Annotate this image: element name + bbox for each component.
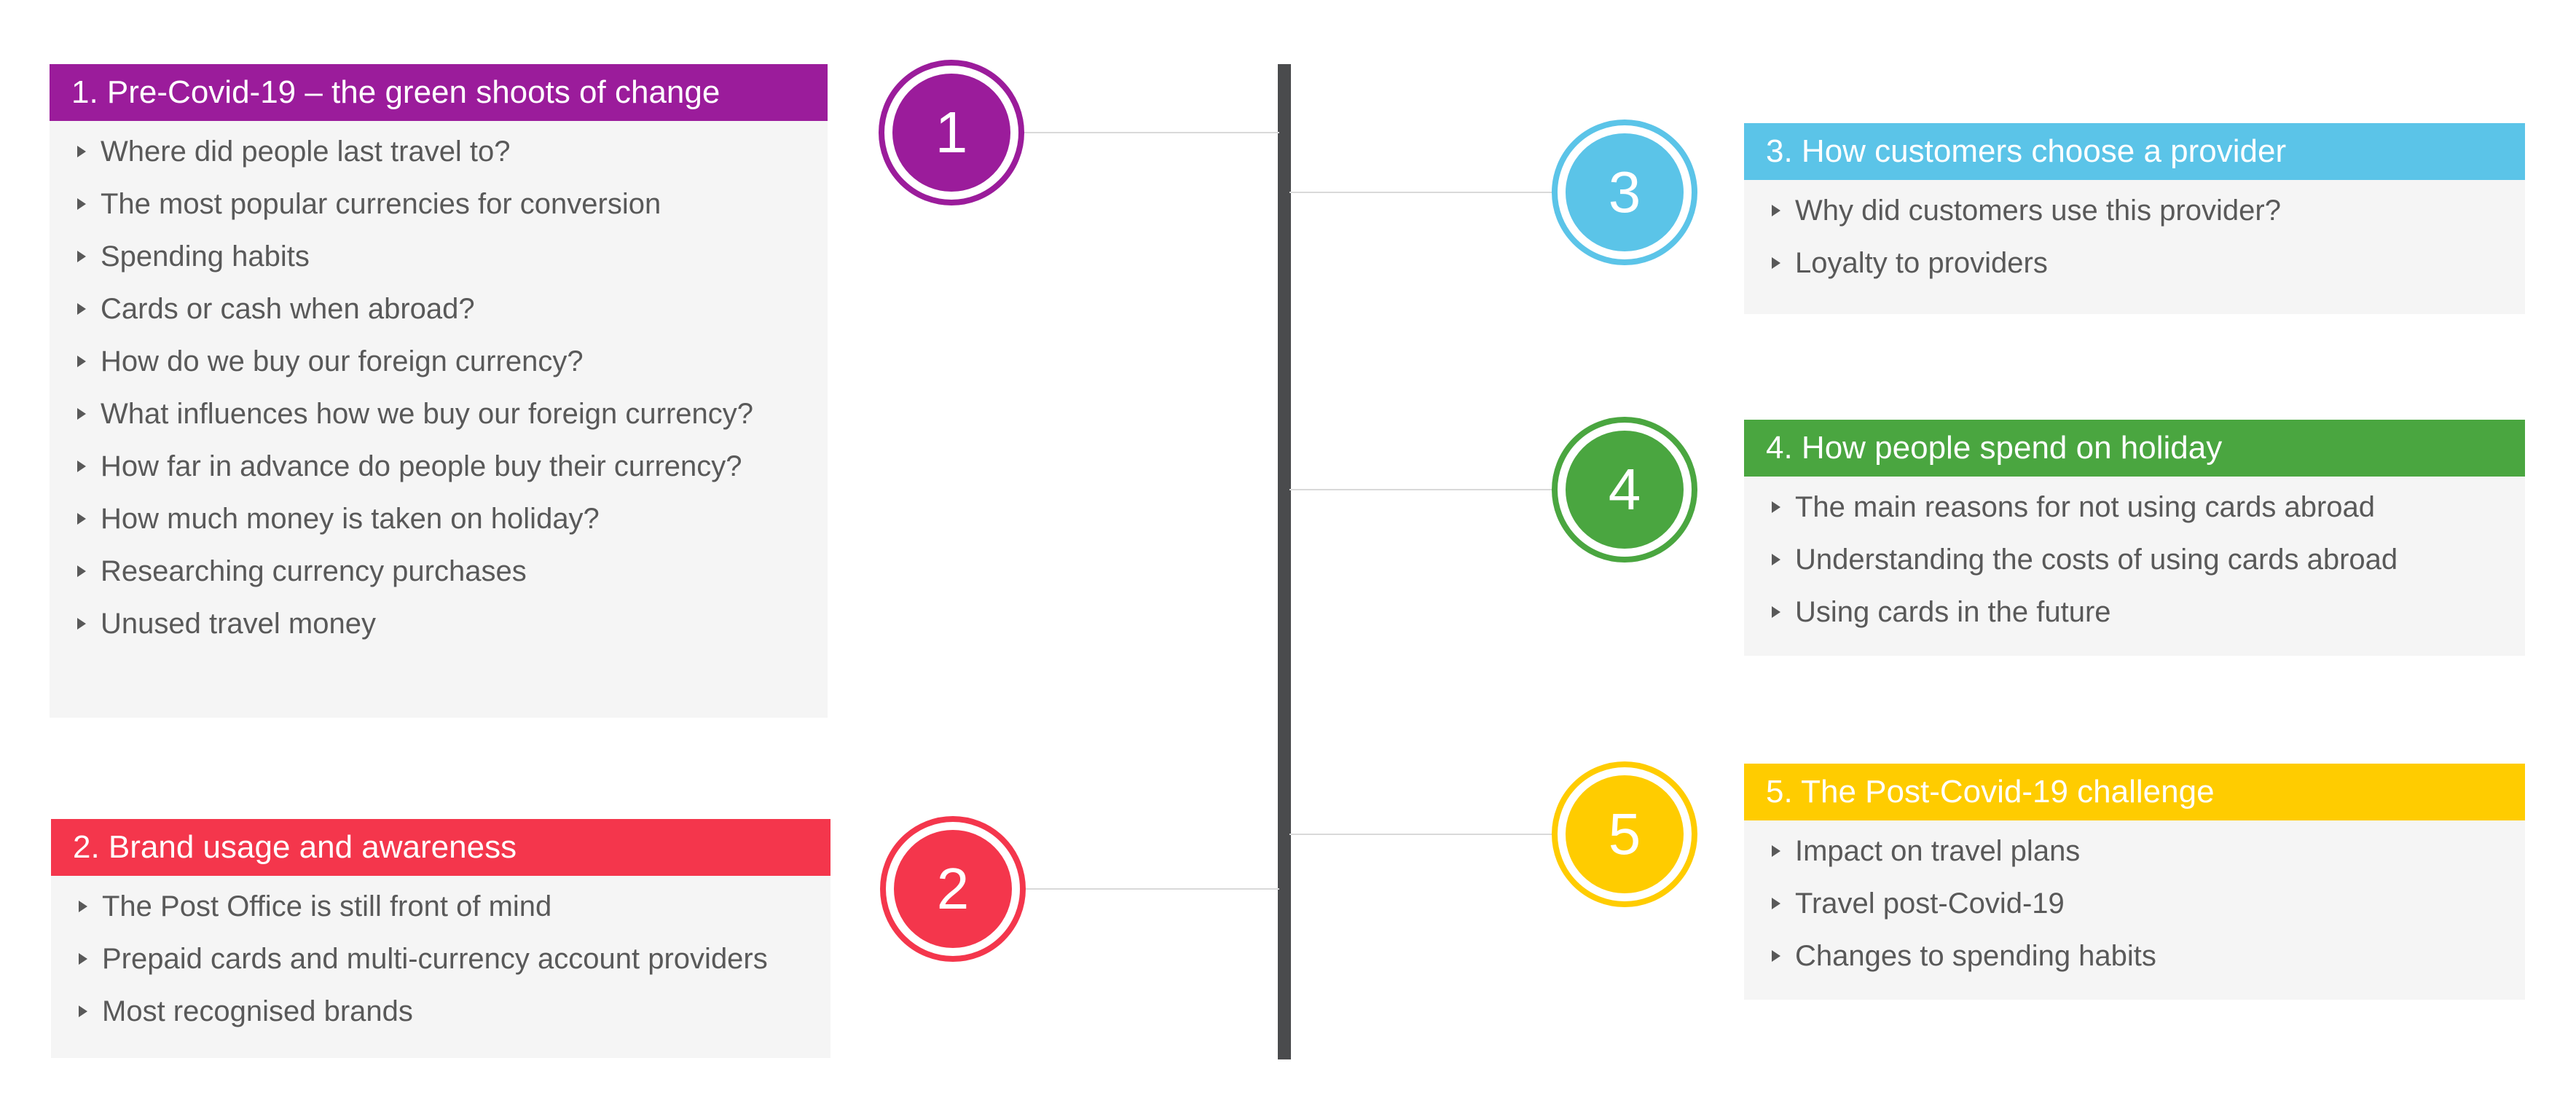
- step-1-circle: 1: [879, 60, 1024, 205]
- list-item: The main reasons for not using cards abr…: [1744, 481, 2525, 533]
- step-4-circle: 4: [1552, 417, 1697, 563]
- list-item: Researching currency purchases: [50, 545, 828, 597]
- list-item: Travel post-Covid-19: [1744, 877, 2525, 930]
- section-1-box: 1. Pre-Covid-19 – the green shoots of ch…: [50, 64, 828, 718]
- section-4-list: The main reasons for not using cards abr…: [1744, 477, 2525, 638]
- triangle-bullet-icon: [77, 356, 86, 367]
- triangle-bullet-icon: [77, 146, 86, 157]
- step-4-number: 4: [1566, 431, 1684, 549]
- connector-4: [1289, 489, 1554, 490]
- list-item: The most popular currencies for conversi…: [50, 178, 828, 230]
- triangle-bullet-icon: [77, 408, 86, 420]
- triangle-bullet-icon: [1772, 898, 1780, 909]
- triangle-bullet-icon: [1772, 554, 1780, 565]
- section-3-box: 3. How customers choose a provider Why d…: [1744, 123, 2525, 314]
- triangle-bullet-icon: [77, 513, 86, 525]
- section-2-box: 2. Brand usage and awareness The Post Of…: [51, 819, 830, 1058]
- step-2-circle: 2: [880, 816, 1026, 962]
- connector-5: [1289, 834, 1554, 835]
- section-5-box: 5. The Post-Covid-19 challenge Impact on…: [1744, 764, 2525, 1000]
- connector-1: [1020, 132, 1279, 133]
- list-item: Changes to spending habits: [1744, 930, 2525, 982]
- section-3-title: 3. How customers choose a provider: [1744, 123, 2525, 180]
- list-item: Spending habits: [50, 230, 828, 283]
- timeline-spine: [1278, 64, 1291, 1059]
- section-4-box: 4. How people spend on holiday The main …: [1744, 420, 2525, 656]
- list-item: How do we buy our foreign currency?: [50, 335, 828, 388]
- triangle-bullet-icon: [77, 565, 86, 577]
- step-1-number: 1: [892, 74, 1010, 192]
- section-5-title: 5. The Post-Covid-19 challenge: [1744, 764, 2525, 820]
- list-item: How far in advance do people buy their c…: [50, 440, 828, 493]
- list-item: How much money is taken on holiday?: [50, 493, 828, 545]
- section-2-list: The Post Office is still front of mind P…: [51, 876, 830, 1038]
- section-1-list: Where did people last travel to? The mos…: [50, 121, 828, 650]
- list-item: Understanding the costs of using cards a…: [1744, 533, 2525, 586]
- step-3-circle: 3: [1552, 119, 1697, 265]
- step-3-number: 3: [1566, 133, 1684, 251]
- section-1-title: 1. Pre-Covid-19 – the green shoots of ch…: [50, 64, 828, 121]
- step-2-number: 2: [894, 830, 1012, 948]
- triangle-bullet-icon: [79, 1006, 87, 1017]
- connector-2: [1021, 888, 1279, 890]
- list-item: Where did people last travel to?: [50, 125, 828, 178]
- section-2-title: 2. Brand usage and awareness: [51, 819, 830, 876]
- triangle-bullet-icon: [79, 901, 87, 912]
- step-5-number: 5: [1566, 775, 1684, 893]
- triangle-bullet-icon: [1772, 257, 1780, 269]
- list-item: Why did customers use this provider?: [1744, 184, 2525, 237]
- triangle-bullet-icon: [1772, 205, 1780, 216]
- list-item: Prepaid cards and multi-currency account…: [51, 933, 830, 985]
- triangle-bullet-icon: [79, 953, 87, 965]
- section-5-list: Impact on travel plans Travel post-Covid…: [1744, 820, 2525, 982]
- triangle-bullet-icon: [1772, 845, 1780, 857]
- list-item: The Post Office is still front of mind: [51, 880, 830, 933]
- triangle-bullet-icon: [77, 461, 86, 472]
- triangle-bullet-icon: [77, 251, 86, 262]
- list-item: What influences how we buy our foreign c…: [50, 388, 828, 440]
- section-4-title: 4. How people spend on holiday: [1744, 420, 2525, 477]
- triangle-bullet-icon: [1772, 950, 1780, 962]
- step-5-circle: 5: [1552, 761, 1697, 907]
- list-item: Unused travel money: [50, 597, 828, 650]
- list-item: Impact on travel plans: [1744, 825, 2525, 877]
- triangle-bullet-icon: [1772, 501, 1780, 513]
- triangle-bullet-icon: [77, 198, 86, 210]
- list-item: Cards or cash when abroad?: [50, 283, 828, 335]
- connector-3: [1289, 192, 1554, 193]
- triangle-bullet-icon: [77, 303, 86, 315]
- list-item: Most recognised brands: [51, 985, 830, 1038]
- triangle-bullet-icon: [77, 618, 86, 630]
- list-item: Using cards in the future: [1744, 586, 2525, 638]
- list-item: Loyalty to providers: [1744, 237, 2525, 289]
- section-3-list: Why did customers use this provider? Loy…: [1744, 180, 2525, 289]
- triangle-bullet-icon: [1772, 606, 1780, 618]
